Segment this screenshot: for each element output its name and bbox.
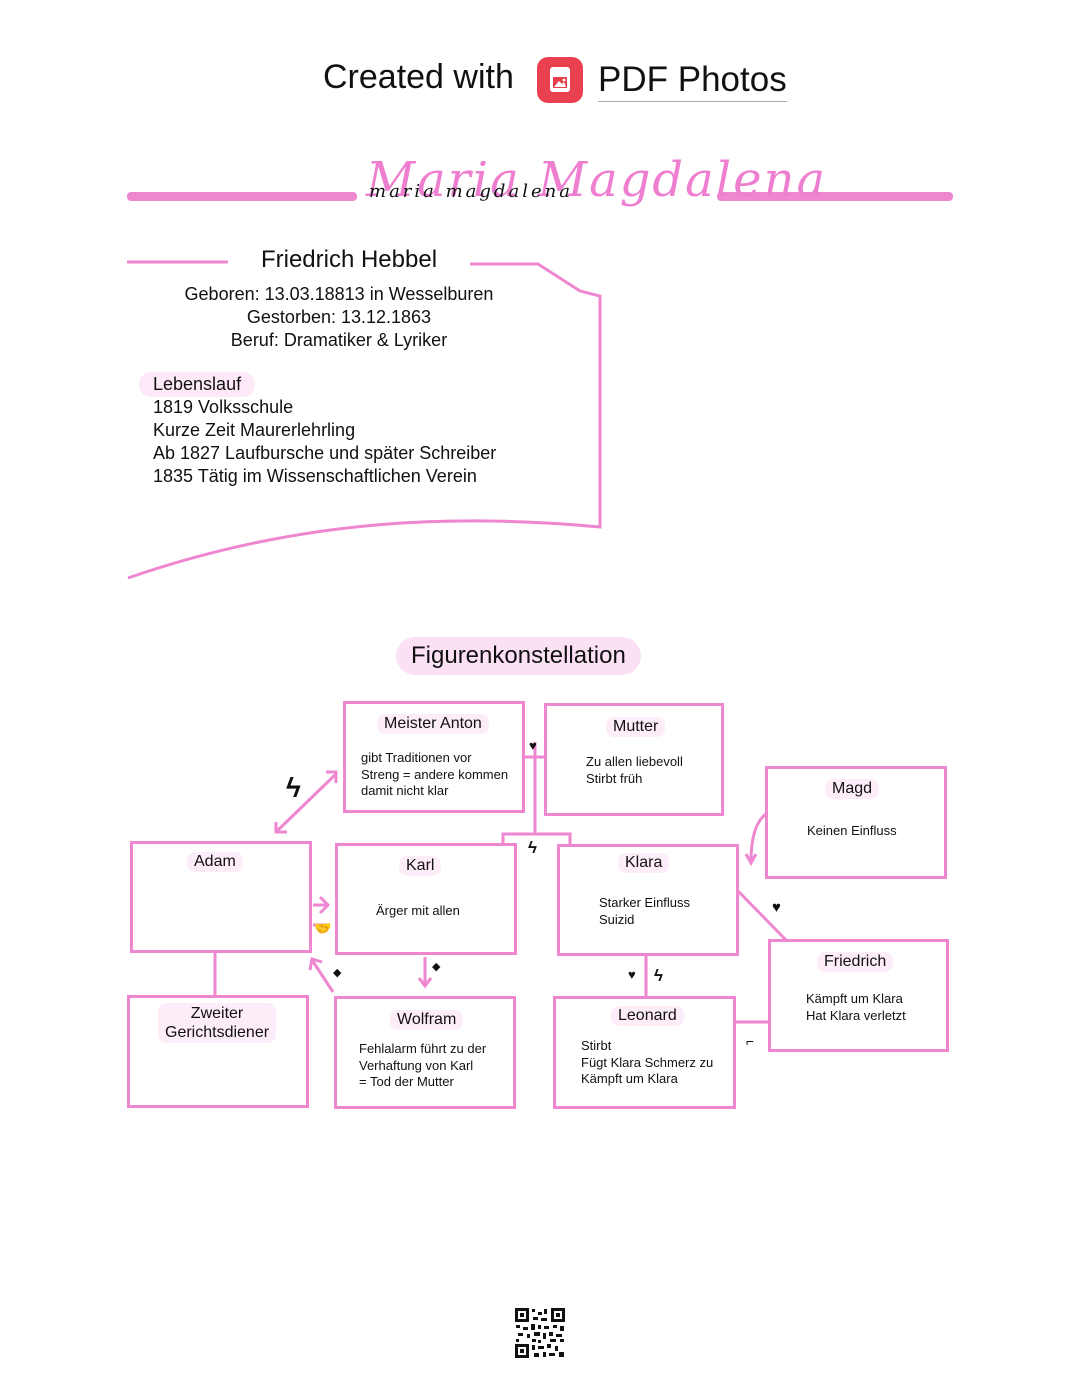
box-name: Wolfram: [390, 1010, 464, 1030]
box-desc: Fehlalarm führt zu der Verhaftung von Ka…: [359, 1041, 487, 1089]
lightning-icon: ϟ: [528, 838, 537, 857]
author-born: Geboren: 13.03.18813 in Wesselburen: [184, 284, 494, 304]
cv-item: Kurze Zeit Maurerlehrling: [153, 420, 356, 440]
cv-item: 1819 Volksschule: [153, 397, 294, 417]
box-meister-anton: Meister Anton gibt Traditionen vor Stren…: [343, 701, 525, 813]
box-desc: gibt Traditionen vor Streng = andere kom…: [361, 750, 509, 798]
author-job: Beruf: Dramatiker & Lyriker: [230, 330, 448, 350]
box-desc: Kämpft um Klara Hat Klara verletzt: [806, 991, 906, 1023]
heart-icon: ♥: [529, 738, 537, 753]
lightning-icon: ϟ: [286, 772, 301, 803]
box-name: Mutter: [606, 717, 666, 737]
box-desc: Starker Einfluss Suizid: [599, 895, 691, 927]
box-wolfram: Wolfram Fehlalarm führt zu der Verhaftun…: [334, 996, 516, 1109]
box-klara: Klara Starker Einfluss Suizid: [557, 844, 739, 956]
box-desc: Zu allen liebevoll Stirbt früh: [586, 754, 683, 786]
box-desc: Keinen Einfluss: [807, 823, 897, 838]
box-leonard: Leonard Stirbt Fügt Klara Schmerz zu Käm…: [553, 996, 736, 1109]
title-small-script: maria magdalena: [369, 181, 573, 202]
box-name: Zweiter Gerichtsdiener: [158, 1003, 277, 1043]
box-adam: Adam: [130, 841, 312, 953]
title-bar-right: [717, 192, 953, 201]
cv-item: 1835 Tätig im Wissenschaftlichen Verein: [153, 466, 477, 486]
box-friedrich: Friedrich Kämpft um Klara Hat Klara verl…: [768, 939, 949, 1052]
cv-item: Ab 1827 Laufbursche und später Schreiber: [153, 443, 497, 463]
box-karl: Karl Ärger mit allen: [335, 843, 517, 955]
box-desc: Stirbt Fügt Klara Schmerz zu Kämpft um K…: [581, 1038, 714, 1086]
heart-icon: ♥: [772, 899, 781, 916]
title-script: Maria Magdalena: [366, 152, 828, 208]
cv-heading: Lebenslauf: [139, 372, 256, 397]
lightning-icon: ϟ: [654, 966, 663, 985]
handshake-icon: 🤝: [314, 920, 332, 936]
title-bar-left: [127, 192, 357, 201]
box-name: Karl: [399, 856, 442, 876]
box-name: Adam: [187, 852, 243, 872]
box-name: Klara: [618, 853, 670, 873]
box-magd: Magd Keinen Einfluss: [765, 766, 947, 879]
figures-heading: Figurenkonstellation: [396, 637, 641, 675]
gun-icon: ⌐: [746, 1033, 755, 1049]
box-name: Magd: [825, 779, 880, 799]
gem-icon: ◆: [333, 967, 342, 979]
box-name: Meister Anton: [377, 714, 489, 734]
box-name: Friedrich: [817, 952, 894, 972]
pdf-photos-logo-icon: [537, 57, 583, 103]
brand-name: PDF Photos: [598, 60, 787, 102]
heart-icon: ♥: [628, 967, 636, 982]
author-name: Friedrich Hebbel: [260, 246, 438, 273]
box-name: Leonard: [611, 1006, 684, 1026]
gem-icon: ◆: [432, 961, 441, 973]
created-with-label: Created with: [323, 58, 514, 96]
box-zweiter-gerichtsdiener: Zweiter Gerichtsdiener: [127, 995, 309, 1108]
author-died: Gestorben: 13.12.1863: [246, 307, 432, 327]
box-mutter: Mutter Zu allen liebevoll Stirbt früh: [544, 703, 724, 816]
box-desc: Ärger mit allen: [376, 903, 460, 918]
qr-code-icon: [515, 1308, 565, 1358]
